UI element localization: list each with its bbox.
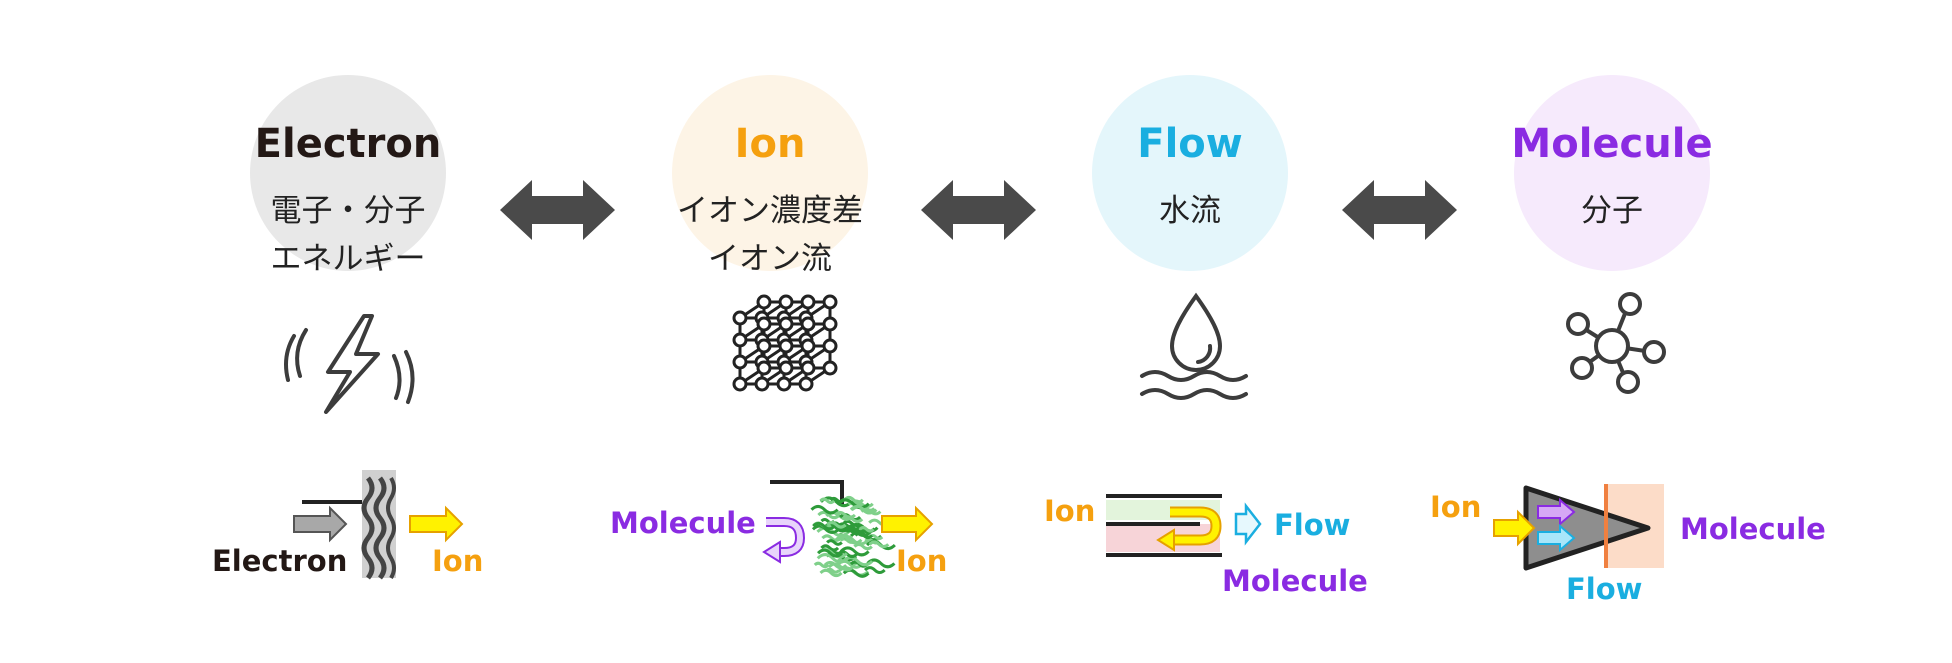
ion-circle bbox=[672, 75, 868, 271]
electron-title: Electron bbox=[254, 121, 442, 167]
molecule-title: Molecule bbox=[1511, 121, 1713, 167]
lightning-vibration-icon bbox=[284, 314, 415, 414]
electron-subtitle-line2: エネルギー bbox=[270, 241, 426, 277]
crystal-lattice-icon bbox=[732, 294, 838, 392]
flow-subtitle-line1: 水流 bbox=[1159, 193, 1221, 229]
molecule-schematic-input-label: Ion bbox=[1430, 490, 1482, 524]
flow-schematic-bottom-label: Molecule bbox=[1222, 564, 1368, 598]
molecule-circle bbox=[1514, 75, 1710, 271]
electron-schematic-input-label: Electron bbox=[212, 544, 348, 578]
flow-schematic-input-label: Ion bbox=[1044, 494, 1096, 528]
molecule-network-icon bbox=[1566, 292, 1666, 394]
ion-subtitle-line1: イオン濃度差 bbox=[677, 193, 863, 229]
ion-schematic-output-label: Ion bbox=[896, 544, 948, 578]
electron-subtitle-line1: 電子・分子 bbox=[270, 193, 426, 229]
water-drop-icon bbox=[1140, 292, 1248, 400]
flow-schematic-output-label: Flow bbox=[1274, 508, 1351, 542]
molecule-schematic bbox=[1493, 484, 1664, 571]
ion-title: Ion bbox=[734, 121, 806, 167]
flow-circle bbox=[1092, 75, 1288, 271]
double-arrow-icon bbox=[1342, 180, 1457, 240]
electron-schematic bbox=[293, 470, 464, 580]
flow-schematic bbox=[1106, 494, 1262, 557]
double-arrow-icon bbox=[921, 180, 1036, 240]
ion-subtitle-line2: イオン流 bbox=[708, 241, 832, 277]
ion-schematic-input-label: Molecule bbox=[610, 506, 756, 540]
molecule-schematic-output-label: Molecule bbox=[1680, 512, 1826, 546]
ion-schematic bbox=[762, 480, 934, 578]
molecule-subtitle-line1: 分子 bbox=[1581, 193, 1643, 229]
double-arrow-icon bbox=[500, 180, 615, 240]
flow-title: Flow bbox=[1137, 121, 1243, 167]
molecule-schematic-bottom-label: Flow bbox=[1566, 572, 1643, 606]
electron-circle bbox=[250, 75, 446, 271]
electron-schematic-output-label: Ion bbox=[432, 544, 484, 578]
